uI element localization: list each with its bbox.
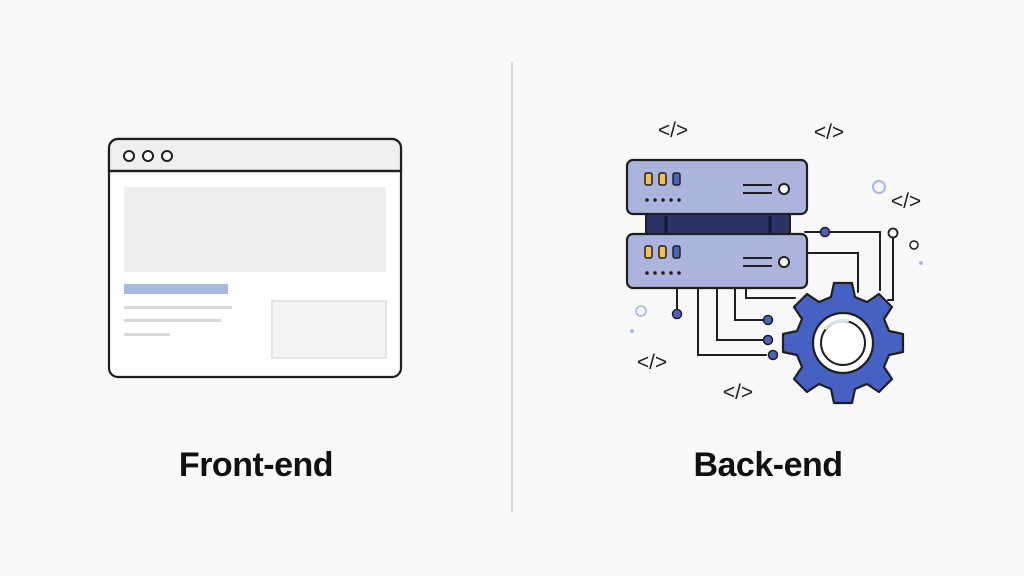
cable-node (887, 227, 899, 239)
code-tag-icon: </> (658, 119, 688, 142)
code-tag-icon: </> (637, 351, 667, 374)
cable-line (745, 287, 796, 299)
frontend-label: Front-end (178, 446, 334, 484)
cable-node (767, 349, 779, 361)
server-unit-bottom (625, 232, 809, 290)
code-tag-icon: </> (891, 190, 921, 213)
text-line-placeholder (124, 319, 221, 322)
window-control-dot (123, 150, 135, 162)
window-control-dot (161, 150, 173, 162)
backend-label: Back-end (693, 446, 843, 484)
cable-line (697, 287, 767, 356)
server-rack-with-gear-icon: </> </> </> </> </> (625, 119, 923, 405)
hero-placeholder (124, 187, 386, 272)
code-tag-icon: </> (814, 121, 844, 144)
decor-bubble (872, 180, 886, 194)
code-tag-icon: </> (723, 381, 753, 404)
heading-placeholder (124, 284, 228, 294)
cable-node (671, 308, 683, 320)
cable-line (804, 252, 859, 293)
cable-node (819, 226, 831, 238)
decor-bubble (635, 305, 647, 317)
gear-icon (781, 281, 905, 405)
cable-line (804, 231, 881, 291)
cable-node (762, 314, 774, 326)
text-line-placeholder (124, 306, 232, 309)
browser-window-icon (107, 137, 403, 379)
rack-connector (645, 213, 791, 237)
decor-bubble (919, 261, 923, 265)
cable-node (762, 334, 774, 346)
cable-line (734, 287, 769, 321)
server-unit-top (625, 158, 809, 216)
cable-line (716, 287, 767, 341)
cable-line (887, 234, 894, 301)
frontend-panel: Front-end (107, 137, 403, 484)
window-control-dot (142, 150, 154, 162)
panel-divider (511, 62, 513, 512)
card-placeholder (271, 300, 387, 359)
decor-bubble (630, 329, 634, 333)
cable-node (909, 240, 919, 250)
backend-panel: </> </> </> </> </> (512, 0, 1024, 576)
text-line-placeholder (124, 333, 170, 336)
